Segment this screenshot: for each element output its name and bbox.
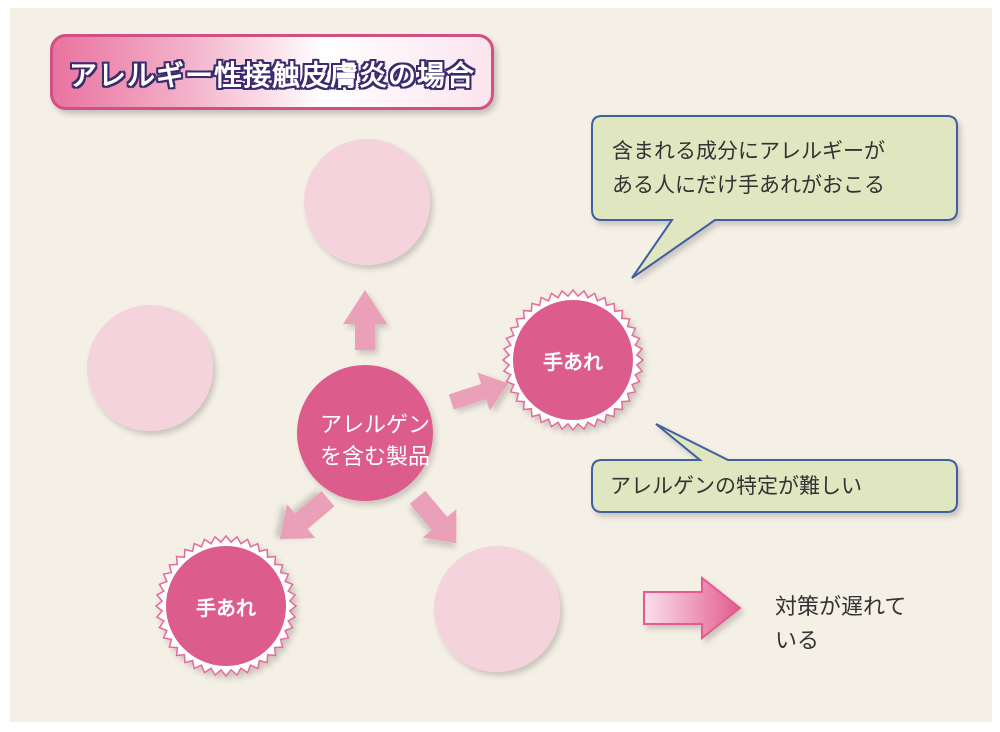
callout-top-line2: ある人にだけ手あれがおこる [612, 173, 885, 197]
badge-lower-left [154, 534, 298, 678]
callout-top [591, 115, 958, 279]
center-circle [297, 365, 433, 501]
arrow-lower-left [279, 491, 335, 540]
badge-lower-left-label: 手あれ [196, 596, 256, 620]
diagram-panel: アレルギー性接触皮膚炎の場合 アレルゲン を含む製品 手あれ 手あれ 含まれる成… [10, 8, 992, 722]
arrow-lower-right [409, 490, 457, 544]
legend-line1: 対策が遅れて [775, 595, 907, 620]
center-label-line2: を含む製品 [319, 445, 430, 470]
diagram-canvas [87, 115, 958, 678]
arrow-up [343, 290, 387, 350]
pale-circle-lower-right [434, 546, 560, 672]
badge-right-label: 手あれ [543, 350, 603, 374]
arrow-right [448, 372, 509, 411]
callout-top-text: 含まれる成分にアレルギーが ある人にだけ手あれがおこる [612, 134, 885, 202]
legend-line2: いる [775, 629, 820, 654]
pale-circle-left [87, 305, 213, 431]
callout-top-line1: 含まれる成分にアレルギーが [612, 139, 885, 163]
callout-bottom [591, 423, 958, 513]
center-label-line1: アレルゲン [319, 413, 430, 438]
callout-bottom-text: アレルゲンの特定が難しい [610, 474, 862, 498]
pale-circle-top [304, 139, 430, 265]
page-title: アレルギー性接触皮膚炎の場合 [68, 59, 475, 92]
center-label: アレルゲン を含む製品 [305, 410, 445, 474]
legend-label: 対策が遅れて いる [775, 591, 945, 659]
legend-arrow [643, 575, 742, 641]
badge-right [501, 288, 645, 432]
title-banner: アレルギー性接触皮膚炎の場合 [50, 34, 494, 110]
